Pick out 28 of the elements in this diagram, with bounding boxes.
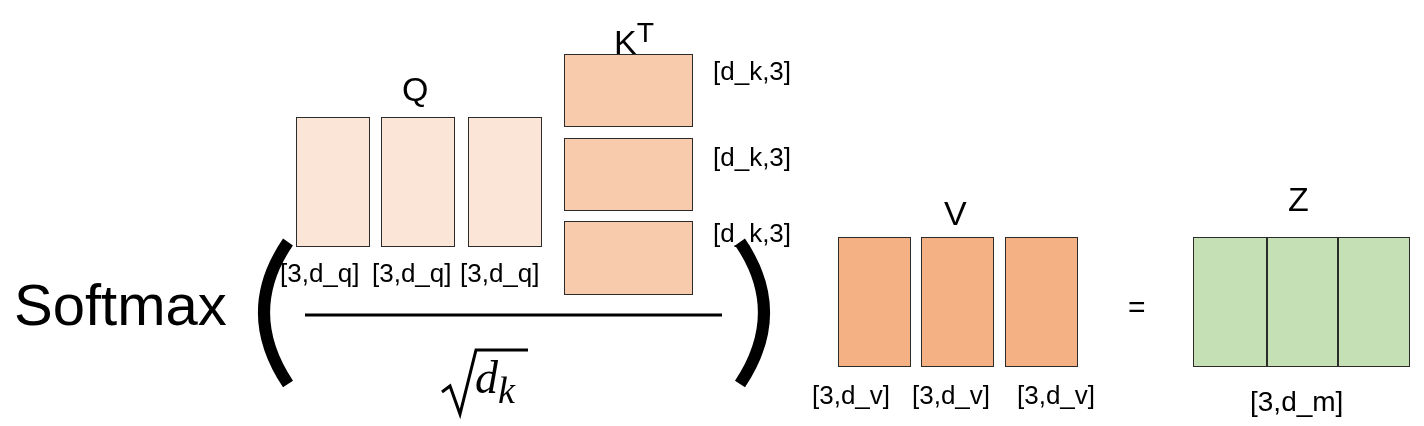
matrix-block: [468, 117, 542, 247]
shape-label: [3,d_q]: [460, 260, 540, 286]
shape-label: [3,d_q]: [280, 260, 360, 286]
matrix-name: V: [944, 196, 967, 230]
matrix-block: [1338, 237, 1410, 367]
matrix-block: [838, 237, 911, 367]
matrix-block: [1005, 237, 1078, 367]
shape-label: [3,d_v]: [912, 382, 991, 408]
shape-label: [3,d_v]: [812, 382, 891, 408]
sqrt-term: d$_{k}$: [475, 355, 515, 410]
matrix-block: [921, 237, 994, 367]
matrix-block: [564, 54, 693, 127]
shape-label: [d_k,3]: [713, 144, 792, 170]
matrix-block: [564, 221, 693, 295]
shape-label: [3,d_m]: [1250, 388, 1344, 416]
function-name: Softmax: [14, 276, 227, 334]
matrix-block: [1193, 237, 1267, 367]
matrix-block: [564, 138, 693, 211]
matrix-block: [1267, 237, 1338, 367]
equals-sign: =: [1128, 292, 1146, 322]
matrix-name: Q: [402, 72, 429, 106]
matrix-block: [381, 117, 455, 247]
matrix-block: [296, 117, 370, 247]
matrix-name: K$^{T}$: [614, 18, 654, 60]
matrix-name: Z: [1288, 182, 1309, 216]
shape-label: [3,d_v]: [1017, 382, 1096, 408]
shape-label: [d_k,3]: [713, 58, 792, 84]
shape-label: [3,d_q]: [372, 260, 452, 286]
